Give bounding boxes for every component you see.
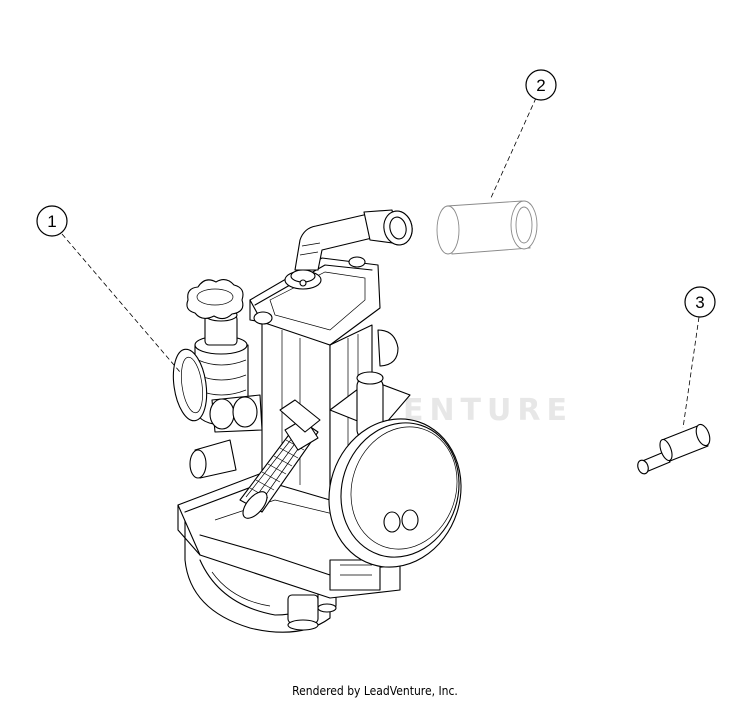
callout-1-number: 1 [47, 212, 56, 231]
leader-line-2 [489, 97, 537, 201]
leader-line-1 [61, 233, 181, 373]
callout-2-number: 2 [536, 76, 545, 95]
carburetor-drawing [172, 209, 462, 633]
footer-credit: Rendered by LeadVenture, Inc. [292, 684, 458, 698]
callout-1[interactable]: 1 [36, 205, 68, 237]
callout-2[interactable]: 2 [525, 69, 557, 101]
pin-drawing [637, 423, 711, 475]
leader-line-3 [682, 316, 700, 429]
callout-3-number: 3 [695, 293, 704, 312]
callout-3[interactable]: 3 [684, 286, 716, 318]
sleeve-drawing [436, 200, 538, 255]
